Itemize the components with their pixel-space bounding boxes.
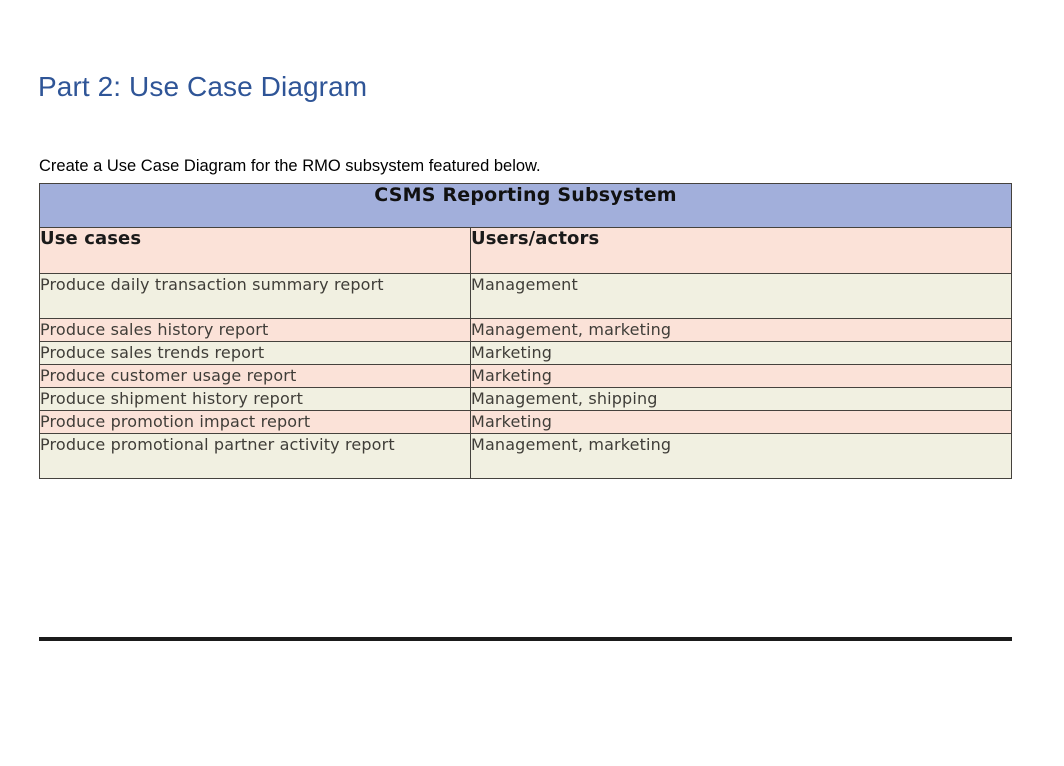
table-row: Produce daily transaction summary report… [39, 273, 1013, 319]
table-row: Produce sales trends report Marketing [39, 341, 1013, 366]
cell-use-case: Produce promotional partner activity rep… [39, 433, 471, 480]
table-title-cell: CSMS Reporting Subsystem [38, 183, 1013, 228]
column-header-use-cases: Use cases [39, 227, 471, 274]
cell-use-case: Produce shipment history report [39, 387, 471, 412]
table-row: Produce promotion impact report Marketin… [39, 410, 1013, 435]
cell-use-case: Produce promotion impact report [39, 410, 471, 435]
table-bottom-rule [39, 637, 1012, 641]
cell-actors: Management, marketing [469, 433, 1013, 480]
cell-use-case: Produce sales trends report [39, 341, 471, 366]
table-row: Produce customer usage report Marketing [39, 364, 1013, 389]
slide-instruction-text: Create a Use Case Diagram for the RMO su… [39, 156, 541, 175]
table-head: CSMS Reporting Subsystem Use cases Users… [38, 183, 1013, 274]
cell-actors: Management, marketing [469, 317, 1013, 343]
table-body: Produce daily transaction summary report… [39, 273, 1013, 480]
cell-use-case: Produce daily transaction summary report [39, 273, 471, 319]
cell-actors: Management [469, 273, 1013, 319]
table-header-row: Use cases Users/actors [39, 227, 1013, 274]
csms-table-container: CSMS Reporting Subsystem Use cases Users… [38, 183, 1013, 480]
cell-use-case: Produce customer usage report [39, 364, 471, 389]
cell-actors: Marketing [469, 410, 1013, 435]
table-title-row: CSMS Reporting Subsystem [38, 183, 1013, 228]
csms-reporting-subsystem-table: CSMS Reporting Subsystem Use cases Users… [38, 183, 1013, 480]
cell-use-case: Produce sales history report [39, 317, 471, 343]
cell-actors: Marketing [469, 364, 1013, 389]
table-row: Produce promotional partner activity rep… [39, 433, 1013, 480]
page-title: Part 2: Use Case Diagram [38, 70, 368, 102]
table-row: Produce sales history report Management,… [39, 317, 1013, 343]
cell-actors: Marketing [469, 341, 1013, 366]
cell-actors: Management, shipping [469, 387, 1013, 412]
table-row: Produce shipment history report Manageme… [39, 387, 1013, 412]
column-header-users-actors: Users/actors [469, 227, 1013, 274]
